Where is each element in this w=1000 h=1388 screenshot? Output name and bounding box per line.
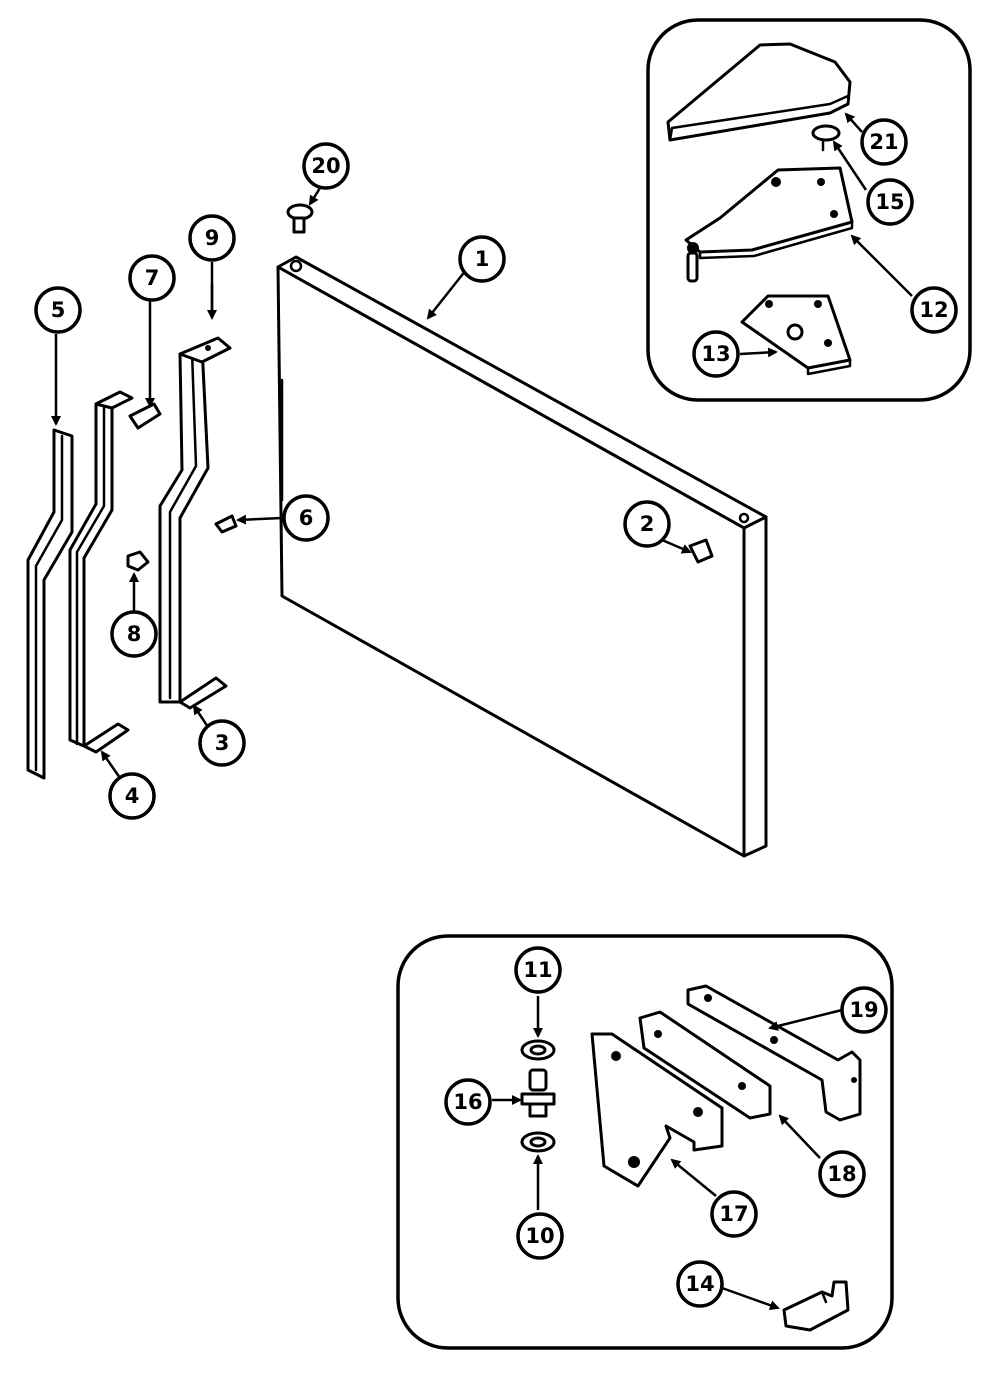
callout-13: 13	[692, 330, 740, 378]
callout-3: 3	[198, 719, 246, 767]
callout-6: 6	[282, 494, 330, 542]
handle-mount-screw-part	[214, 514, 238, 534]
svg-text:1: 1	[475, 247, 490, 271]
svg-text:9: 9	[205, 226, 220, 250]
leader-lines	[51, 112, 913, 1311]
callout-21: 21	[860, 118, 908, 166]
svg-text:6: 6	[299, 506, 314, 530]
callout-7: 7	[128, 254, 176, 302]
svg-text:21: 21	[869, 130, 898, 154]
hinge-plate-part	[684, 166, 854, 283]
hinge-cover-part	[666, 42, 852, 142]
hinge-shim-part	[740, 294, 852, 376]
svg-text:14: 14	[685, 1272, 714, 1296]
svg-text:19: 19	[849, 998, 878, 1022]
hinge-cap-part	[811, 124, 841, 152]
callout-10: 10	[516, 1212, 564, 1260]
svg-text:4: 4	[125, 784, 140, 808]
bottom-hinge-bracket-part	[590, 1032, 724, 1188]
hinge-support-bracket-part	[686, 984, 862, 1122]
callout-9: 9	[188, 214, 236, 262]
svg-text:12: 12	[919, 298, 948, 322]
hinge-clip-part	[782, 1280, 850, 1332]
svg-text:18: 18	[827, 1162, 856, 1186]
callout-8: 8	[110, 610, 158, 658]
svg-text:5: 5	[51, 298, 66, 322]
callout-11: 11	[514, 946, 562, 994]
callout-14: 14	[676, 1260, 724, 1308]
handle-clip-part	[128, 402, 162, 430]
callout-16: 16	[444, 1078, 492, 1126]
svg-text:20: 20	[311, 154, 340, 178]
svg-text:17: 17	[719, 1202, 748, 1226]
callout-15: 15	[866, 178, 914, 226]
svg-text:13: 13	[701, 342, 730, 366]
callout-19: 19	[840, 986, 888, 1034]
top-washer-part	[520, 1039, 556, 1061]
svg-text:15: 15	[875, 190, 904, 214]
svg-text:16: 16	[453, 1090, 482, 1114]
callout-17: 17	[710, 1190, 758, 1238]
door-stop-screw-part	[286, 203, 314, 234]
svg-text:10: 10	[525, 1224, 554, 1248]
svg-text:8: 8	[127, 622, 142, 646]
hinge-plate-lower-part	[638, 1010, 772, 1120]
svg-text:11: 11	[523, 958, 552, 982]
handle-channel-part	[68, 390, 134, 754]
callout-18: 18	[818, 1150, 866, 1198]
callout-2: 2	[623, 500, 671, 548]
svg-text:7: 7	[145, 266, 160, 290]
svg-text:2: 2	[640, 512, 655, 536]
callout-20: 20	[302, 142, 350, 190]
handle-screw-part	[688, 538, 714, 564]
callout-5: 5	[34, 286, 82, 334]
bottom-washer-part	[520, 1131, 556, 1153]
handle-trim-strip-part	[26, 428, 74, 780]
callout-1: 1	[458, 235, 506, 283]
handle-part	[158, 336, 232, 710]
callout-12: 12	[910, 286, 958, 334]
svg-text:3: 3	[215, 731, 230, 755]
door-panel-part	[276, 255, 768, 858]
hinge-pin-part	[520, 1068, 556, 1118]
callout-4: 4	[108, 772, 156, 820]
handle-nut-part	[126, 550, 150, 572]
